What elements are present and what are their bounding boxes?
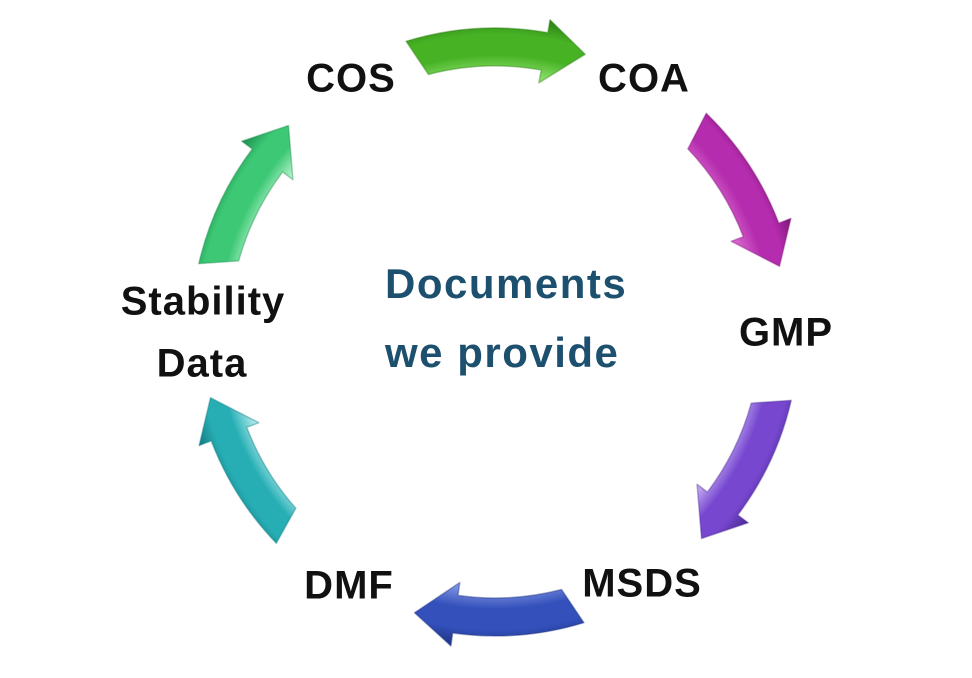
arrow-msds-to-dmf <box>413 581 585 647</box>
cycle-node-stability-line1: Stability <box>120 279 286 324</box>
cycle-node-gmp: GMP <box>738 310 834 355</box>
diagram-title-line1: Documents <box>385 260 628 307</box>
arrow-dmf-to-stability-data <box>198 396 297 544</box>
cycle-node-stability-line2: Data <box>156 341 248 386</box>
cycle-node-dmf: DMF <box>304 563 394 608</box>
cycle-node-msds: MSDS <box>582 561 702 606</box>
arrow-cos-to-coa <box>405 19 586 84</box>
cycle-node-coa: COA <box>598 56 690 101</box>
arrow-stability-data-to-cos <box>198 124 294 265</box>
cycle-node-cos: COS <box>306 56 396 101</box>
arrow-coa-to-gmp <box>687 112 792 268</box>
arrow-gmp-to-msds <box>696 399 792 540</box>
diagram-title-line2: we provide <box>385 329 620 376</box>
